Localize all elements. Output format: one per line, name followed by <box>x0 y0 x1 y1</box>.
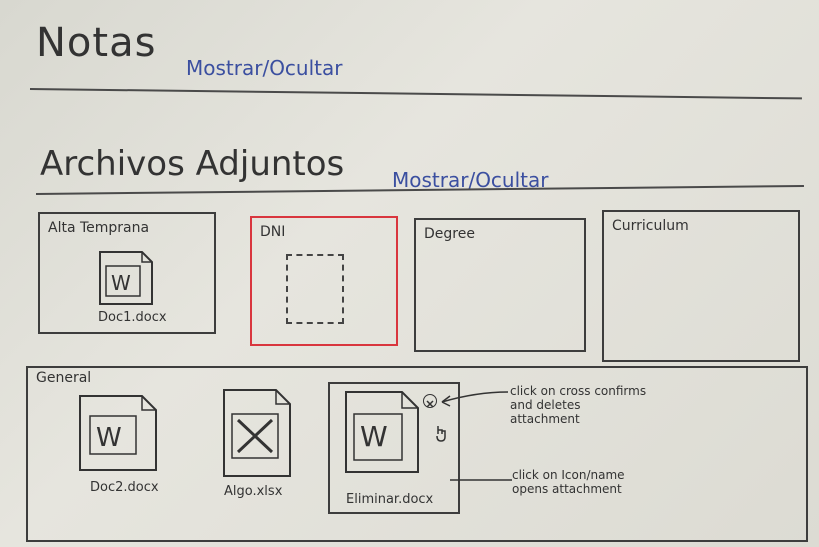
file-name[interactable]: Doc2.docx <box>90 480 159 495</box>
file-algo[interactable]: Algo.xlsx <box>220 386 310 502</box>
annotation-delete: click on cross confirms and deletes atta… <box>510 384 647 426</box>
word-doc-icon: W <box>345 391 419 473</box>
hand-cursor-icon <box>434 424 448 446</box>
notes-toggle-link[interactable]: Mostrar/Ocultar <box>186 56 343 80</box>
notes-divider <box>29 88 802 100</box>
category-dni[interactable]: DNI <box>250 216 398 346</box>
attachments-toggle-link[interactable]: Mostrar/Ocultar <box>392 168 549 192</box>
general-label: General <box>36 370 92 386</box>
attachments-title: Archivos Adjuntos <box>40 144 345 184</box>
category-label: Curriculum <box>612 218 689 234</box>
drop-zone[interactable] <box>286 254 344 324</box>
general-attachments-area: General <box>26 366 808 542</box>
svg-text:W: W <box>111 271 131 295</box>
file-eliminar[interactable]: W Eliminar.docx <box>342 388 452 510</box>
annotation-arrows <box>441 391 512 481</box>
close-icon <box>426 400 434 408</box>
category-degree[interactable]: Degree <box>414 218 586 352</box>
file-doc1[interactable]: W Doc1.docx <box>96 250 167 325</box>
word-doc-icon: W <box>99 251 153 305</box>
annotation-open: click on Icon/name opens attachment <box>512 468 625 496</box>
file-name[interactable]: Doc1.docx <box>98 310 167 325</box>
file-doc2[interactable]: W Doc2.docx <box>76 392 166 502</box>
category-label: Degree <box>424 226 475 242</box>
file-eliminar-hover-frame <box>328 382 460 514</box>
category-label: Alta Temprana <box>48 220 150 236</box>
file-name[interactable]: Eliminar.docx <box>346 492 434 507</box>
svg-text:W: W <box>360 420 388 453</box>
category-label: DNI <box>260 224 286 240</box>
word-doc-icon: W <box>79 395 157 471</box>
notes-title: Notas <box>36 20 157 66</box>
category-alta-temprana[interactable]: Alta Temprana W Doc1.docx <box>38 212 216 334</box>
excel-sheet-icon <box>223 389 291 477</box>
file-name[interactable]: Algo.xlsx <box>224 484 283 499</box>
delete-cross-icon[interactable] <box>423 394 437 408</box>
svg-text:W: W <box>96 423 122 453</box>
category-curriculum[interactable]: Curriculum <box>602 210 800 362</box>
